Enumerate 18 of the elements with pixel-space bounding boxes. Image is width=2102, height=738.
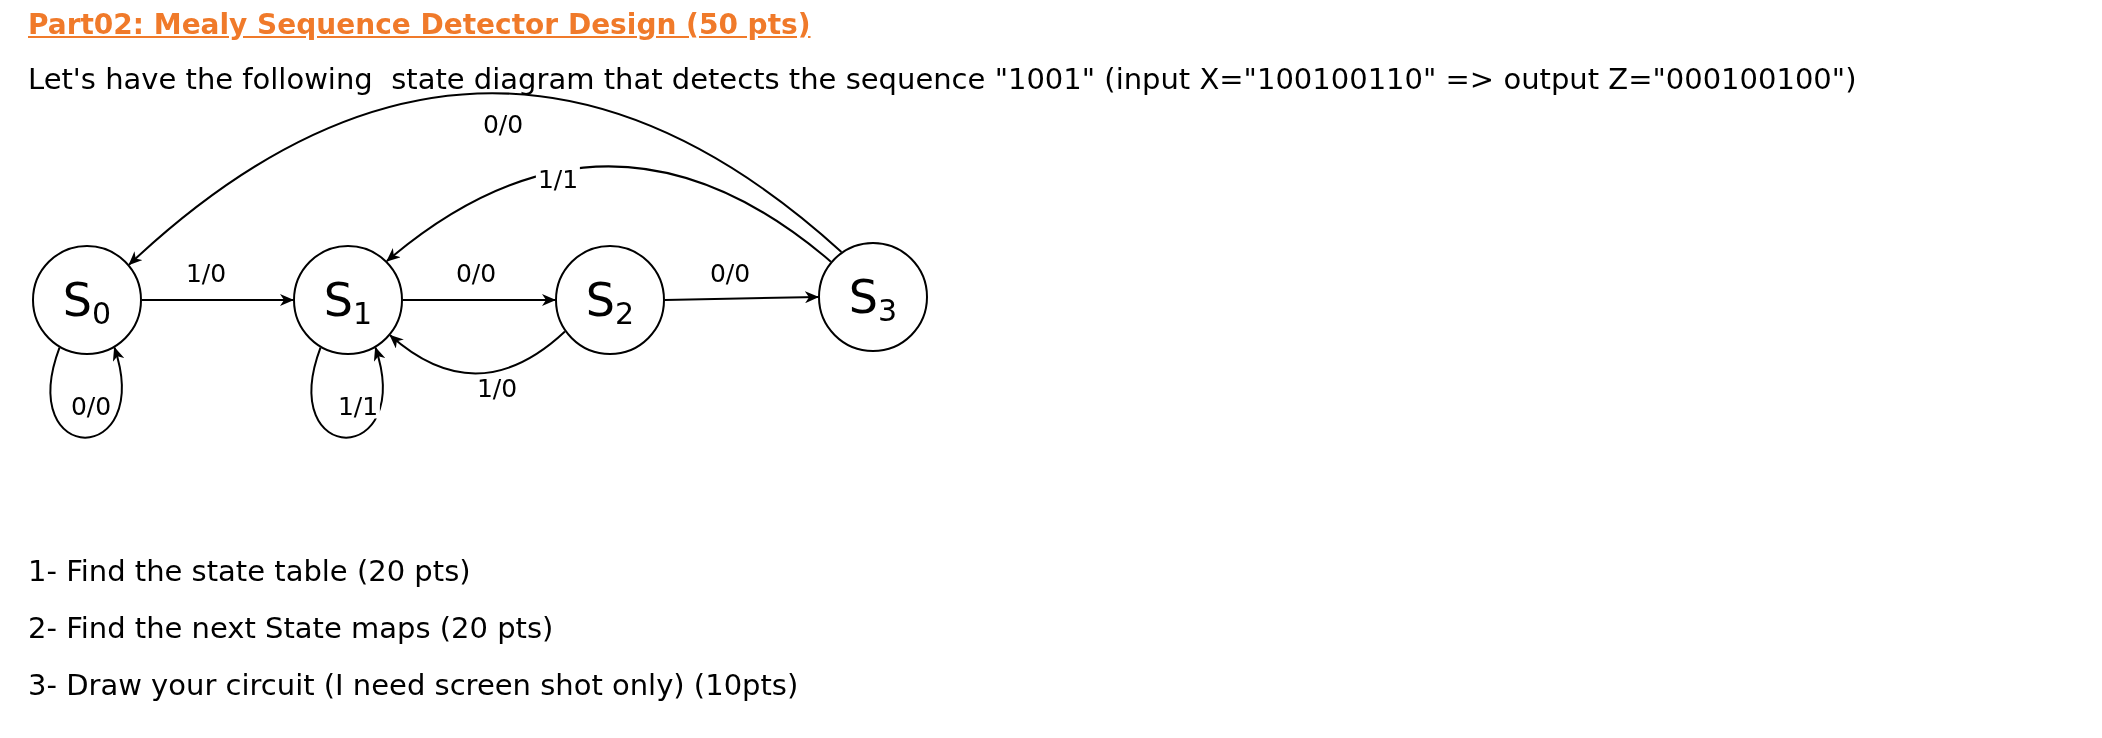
arrow xyxy=(128,92,843,266)
state-label: S$_{2}$ xyxy=(585,277,635,323)
arrow xyxy=(310,346,385,439)
arrow xyxy=(385,165,832,263)
state-label: S$_{0}$ xyxy=(62,277,112,323)
task-item: 2- Find the next State maps (20 pts) xyxy=(28,610,554,647)
task-item: 3- Draw your circuit (I need screen shot only) (10pts) xyxy=(28,667,799,704)
arrow xyxy=(664,291,819,304)
task-item: 1- Find the state table (20 pts) xyxy=(28,553,471,590)
state-label: S$_{3}$ xyxy=(848,274,898,320)
arrow xyxy=(402,294,556,306)
heading: Part02: Mealy Sequence Detector Design (50 pts) xyxy=(28,7,811,43)
state-label: S$_{1}$ xyxy=(323,277,373,323)
edge-label: 1/1 xyxy=(535,166,581,192)
intro-sentence: Let's have the following state diagram that detects the sequence "1001" (input X="100100110" => output Z="000100100") xyxy=(28,61,1857,98)
arrow xyxy=(49,346,124,439)
arrow xyxy=(141,294,294,306)
arrow xyxy=(389,330,566,375)
